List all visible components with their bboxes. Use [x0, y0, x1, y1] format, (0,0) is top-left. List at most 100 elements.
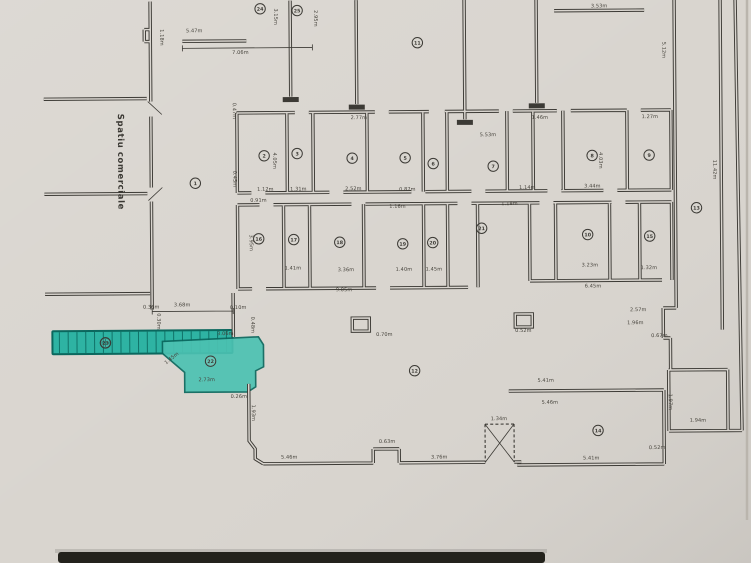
dimension-label: 1.12m	[257, 187, 274, 193]
dimension-label: 1.14m	[519, 185, 536, 191]
dimension-label: 7.06m	[232, 50, 249, 56]
room-marker-number: 12	[411, 369, 418, 375]
photo-edge-shadow	[55, 549, 547, 553]
room-marker-number: 11	[414, 41, 421, 47]
room-marker-circle	[411, 36, 424, 49]
dimension-label: 4.03m	[597, 152, 603, 169]
room-marker-circle	[475, 222, 488, 234]
dimension-label: 0.87m	[399, 187, 416, 193]
room-marker-number: 2	[262, 154, 265, 160]
dimension-label: 3.53m	[591, 3, 608, 9]
dimension-label: 3.06m	[217, 331, 234, 337]
room-marker-number: 1	[194, 181, 197, 187]
room-marker: 2	[258, 150, 270, 162]
door-swing-lines	[147, 101, 163, 201]
room-marker-number: 7	[492, 164, 495, 170]
room-marker-number: 22	[207, 359, 214, 365]
room-marker-circle	[254, 3, 266, 15]
dimension-label: 1.18m	[158, 29, 164, 46]
dimension-label: 0.91m	[250, 198, 267, 204]
dimension-label: 5.41m	[583, 455, 600, 461]
room-marker: 7	[487, 160, 499, 172]
dimension-label: 1.31m	[290, 186, 307, 192]
dimension-line	[151, 44, 313, 315]
dimension-label: 1.34m	[491, 416, 508, 422]
room-marker-circle	[643, 149, 655, 161]
dimension-label: 5.53m	[480, 132, 497, 138]
room-marker-circle	[427, 236, 439, 249]
room-marker: 25	[291, 4, 303, 17]
room-marker-number: 14	[595, 428, 602, 434]
dimension-label: 1.18m	[501, 201, 518, 207]
room-marker-circle	[258, 150, 270, 162]
dimension-label: 1.41m	[285, 266, 302, 272]
dimension-label: 9.05m	[336, 287, 353, 293]
room-marker: 9	[643, 149, 655, 161]
room-marker-number: 8	[590, 153, 594, 159]
room-marker-circle	[690, 202, 703, 214]
dimension-label: 3.15m	[272, 8, 278, 25]
dimension-label: 1.93m	[250, 405, 256, 422]
room-marker-circle	[253, 233, 265, 245]
dimension-label: 3.95m	[248, 235, 254, 252]
room-marker-number: 20	[429, 240, 436, 246]
dimension-label: 11.42m	[711, 160, 717, 180]
dimension-label: 0.70m	[376, 332, 393, 338]
dimension-label: 2.73m	[198, 377, 215, 383]
dimension-label: 5.12m	[660, 42, 666, 59]
room-marker-circle	[427, 157, 439, 170]
room-marker-circle	[644, 230, 656, 242]
room-marker-circle	[397, 238, 409, 250]
dimension-label: 3.36m	[338, 267, 355, 273]
room-marker-circle	[592, 424, 604, 437]
room-marker-number: 5	[403, 156, 406, 162]
room-marker: 21	[475, 222, 488, 234]
shaft-x-mark	[484, 423, 515, 463]
dimension-label: 2.77m	[351, 115, 368, 121]
room-marker: 11	[411, 36, 424, 49]
dimension-label: 1.45m	[426, 267, 443, 273]
dimension-label: 1.27m	[642, 114, 659, 120]
room-marker-circle	[346, 152, 358, 164]
room-marker-circle	[189, 177, 202, 189]
room-marker-number: 25	[294, 8, 301, 14]
dimension-label: 0.52m	[649, 445, 666, 451]
dimension-label: 5.46m	[281, 455, 298, 461]
dimension-label: 2.95m	[312, 10, 318, 27]
room-marker: 18	[334, 236, 346, 248]
room-marker-circle	[408, 365, 421, 377]
dimension-label: 1.96m	[627, 320, 644, 326]
room-marker: 1	[189, 177, 202, 189]
room-marker-number: 10	[584, 232, 591, 238]
side-area-label: Spatiu comerciale	[115, 114, 126, 210]
dimension-label: 4.05m	[271, 152, 277, 169]
dimension-label: 1.32m	[641, 265, 658, 271]
dimension-label: 2.52m	[345, 186, 362, 192]
dimension-label: 3.23m	[582, 262, 599, 268]
room-marker-circle	[291, 4, 303, 17]
room-marker: 12	[408, 365, 421, 377]
room-marker-circle	[399, 152, 411, 164]
room-marker-circle	[99, 337, 112, 349]
room-marker-number: 6	[432, 161, 436, 167]
dimension-label: 0.10m	[230, 305, 247, 311]
dimension-label: 0.52m	[515, 328, 532, 334]
dimension-label: 1.94m	[690, 418, 707, 424]
room-marker: 5	[399, 152, 411, 164]
room-marker: 15	[644, 230, 656, 242]
photo-edge-band	[58, 552, 545, 563]
dimension-label: 5.47m	[186, 28, 203, 34]
dimension-labels: 5.47m 7.06m 1.18m 3.15m 2.95m 3.53m 5.12m 2.77m…	[143, 3, 717, 461]
room-marker: 8	[586, 149, 598, 162]
door-jambs	[282, 97, 545, 125]
room-marker-number: 4	[350, 156, 354, 162]
room-marker: 3	[291, 147, 303, 160]
room-marker: 14	[592, 424, 604, 437]
dimension-label: 0.67m	[651, 333, 668, 339]
room-marker: 23	[99, 337, 112, 349]
dimension-label: 5.46m	[542, 400, 559, 406]
highlighted-area	[51, 329, 265, 394]
room-marker-number: 13	[693, 206, 700, 212]
